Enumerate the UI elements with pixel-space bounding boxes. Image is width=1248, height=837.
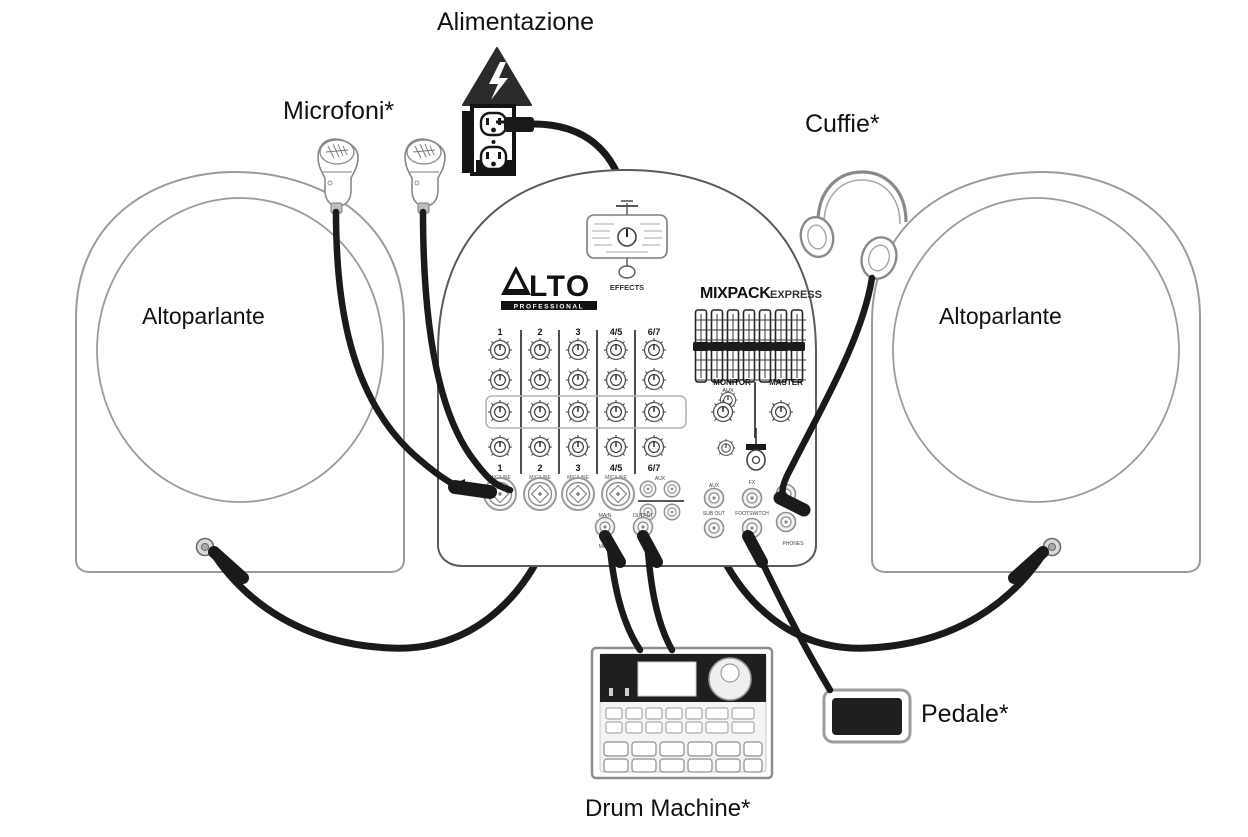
monitor-master-section[interactable]: AUX MONITOR MASTER <box>710 378 803 471</box>
drum-machine <box>590 646 774 780</box>
power-plug <box>496 117 534 132</box>
svg-text:EXPRESS: EXPRESS <box>770 289 822 301</box>
svg-text:MAIN: MAIN <box>599 513 612 519</box>
drum-machine-pad-grid <box>603 741 763 773</box>
label-headphones: Cuffie* <box>805 110 880 138</box>
power-outlet <box>462 47 534 176</box>
speaker-left-input-jack <box>195 537 215 557</box>
svg-text:4/5: 4/5 <box>610 327 623 337</box>
microphone-2 <box>404 138 446 214</box>
pedal-footswitch <box>822 688 912 744</box>
drum-machine-button-grid-top <box>605 707 755 734</box>
svg-text:MASTER: MASTER <box>769 378 803 387</box>
svg-text:SUB OUT: SUB OUT <box>703 511 725 517</box>
svg-text:AUX: AUX <box>709 483 720 489</box>
headphone-plug <box>773 491 811 517</box>
mixpack-model-branding: MIXPACK EXPRESS <box>700 285 822 302</box>
label-pedal: Pedale* <box>921 700 1009 728</box>
svg-text:PHONES: PHONES <box>782 541 804 547</box>
svg-text:OUTPUT: OUTPUT <box>633 513 654 519</box>
microphone-cables <box>332 208 514 499</box>
svg-text:MIXPACK: MIXPACK <box>700 285 771 302</box>
alto-brand-logo: LTO PROFESSIONAL <box>501 266 597 311</box>
svg-text:PROFESSIONAL: PROFESSIONAL <box>514 304 584 311</box>
speaker-right <box>871 170 1201 573</box>
label-drum-machine: Drum Machine* <box>585 795 751 822</box>
svg-text:2: 2 <box>537 463 542 473</box>
svg-text:6/7: 6/7 <box>648 327 661 337</box>
svg-text:6/7: 6/7 <box>648 463 661 473</box>
svg-text:FOOTSWITCH: FOOTSWITCH <box>735 511 769 517</box>
graphic-eq-faders[interactable] <box>692 309 806 383</box>
svg-text:EFFECTS: EFFECTS <box>610 283 644 292</box>
svg-text:LTO: LTO <box>529 270 591 303</box>
label-speaker-left: Altoparlante <box>142 303 265 329</box>
svg-text:AUX: AUX <box>655 476 666 482</box>
drum-machine-cables <box>599 530 676 654</box>
svg-text:3: 3 <box>575 463 580 473</box>
outlet-receptacle-top <box>479 111 508 137</box>
label-microphones: Microfoni* <box>283 97 395 125</box>
effects-selector[interactable]: EFFECTS <box>586 200 668 292</box>
mixer-unit <box>437 168 817 567</box>
label-power: Alimentazione <box>437 8 595 36</box>
speaker-left <box>75 170 405 573</box>
microphone-1 <box>317 138 359 214</box>
svg-text:1: 1 <box>497 463 502 473</box>
outlet-receptacle-bottom <box>479 145 508 171</box>
headphones <box>799 170 908 280</box>
label-speaker-right: Altoparlante <box>939 303 1062 329</box>
svg-text:2: 2 <box>537 327 542 337</box>
speaker-cables <box>208 541 1049 652</box>
svg-text:4/5: 4/5 <box>610 463 623 473</box>
svg-text:MONITOR: MONITOR <box>713 378 751 387</box>
pedal-cable <box>742 530 834 694</box>
svg-text:3: 3 <box>575 327 580 337</box>
svg-text:FX: FX <box>749 480 756 486</box>
svg-text:1: 1 <box>497 327 502 337</box>
